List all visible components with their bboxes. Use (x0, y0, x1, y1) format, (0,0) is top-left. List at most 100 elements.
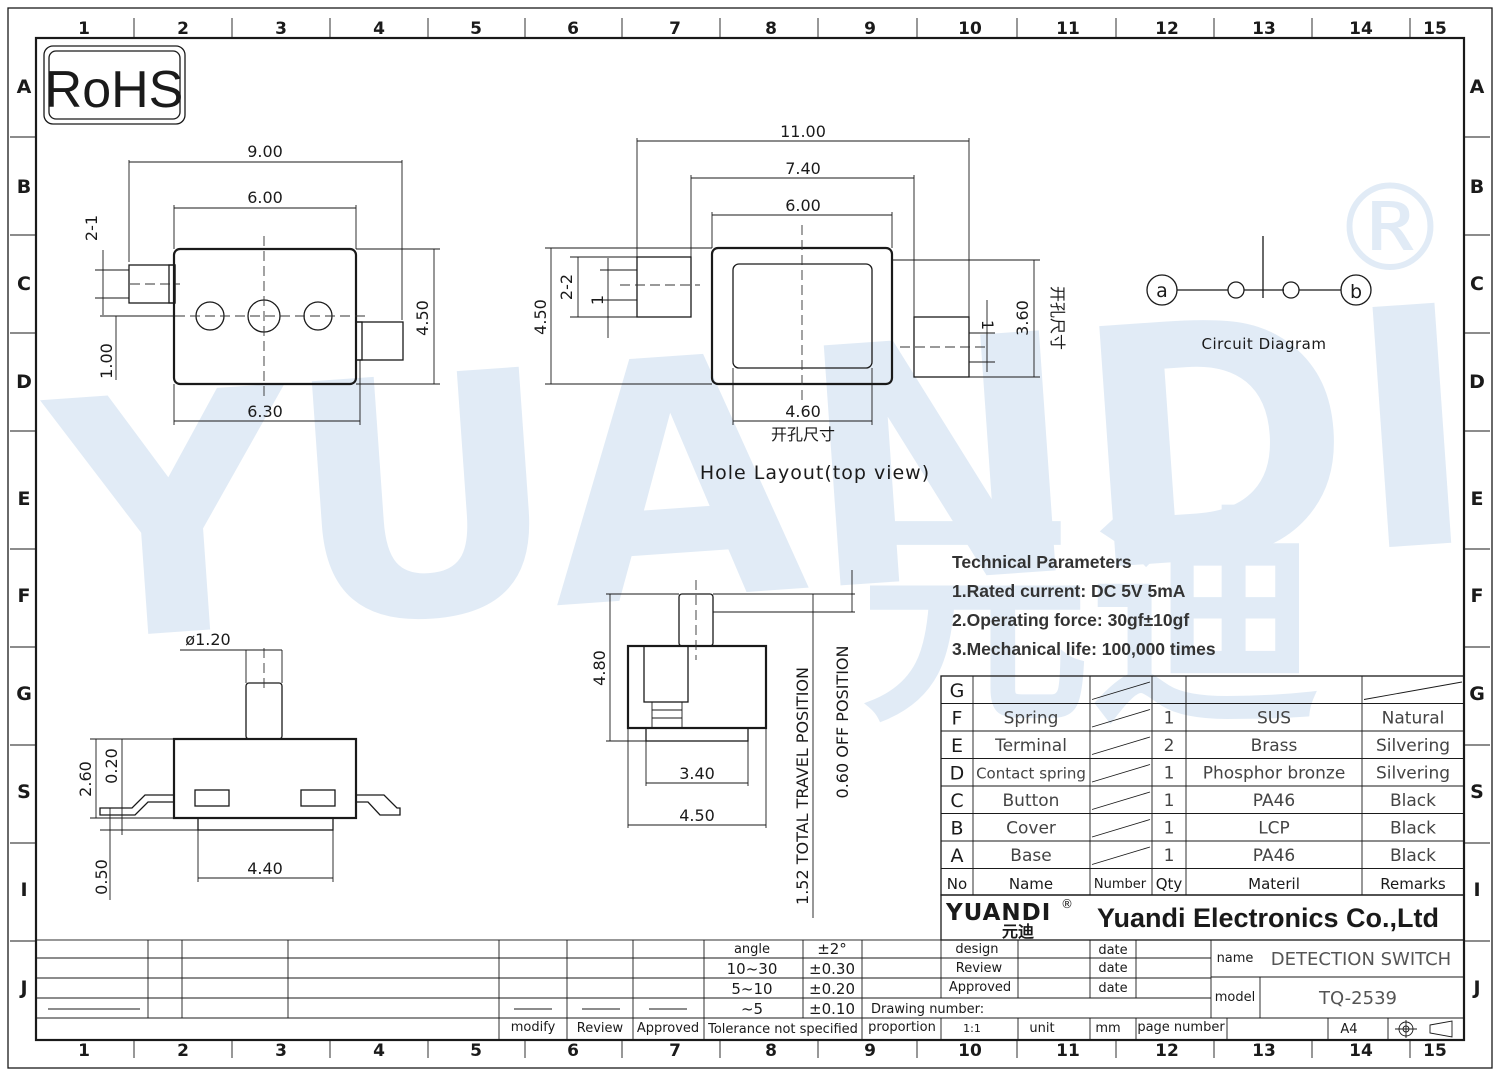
rohs-text: RoHS (45, 61, 184, 119)
border-col-label-top: 8 (765, 19, 777, 39)
border-col-label-bottom: 8 (765, 1041, 777, 1061)
bom-cell-name: Cover (1006, 819, 1056, 839)
rohs-badge: RoHS (43, 45, 186, 125)
border-row-label-right: J (1471, 977, 1480, 999)
dim-side-h-top: 0.20 (102, 748, 121, 784)
border-col-label-top: 5 (470, 19, 482, 39)
bom-cell-qty: 2 (1164, 736, 1175, 756)
rev-review: Review (577, 1021, 624, 1036)
watermark-reg: ® (1330, 160, 1450, 299)
tb-design: design (955, 942, 998, 957)
bom-cell-qty: 1 (1164, 846, 1175, 866)
dim-end-w-in: 3.40 (679, 764, 715, 783)
bom-cell-no: F (952, 708, 963, 730)
border-row-label-right: F (1471, 585, 1484, 607)
border-col-label-bottom: 4 (373, 1041, 385, 1061)
bom-header-qty: Qty (1156, 875, 1183, 893)
border-ticks (10, 18, 1490, 1058)
border-col-label-bottom: 5 (470, 1041, 482, 1061)
border-col-label-bottom: 13 (1252, 1041, 1276, 1061)
watermark: YUANDI 元迪 ® (34, 160, 1488, 755)
bom-number-slash (1091, 736, 1151, 755)
tb-date-1: date (1098, 943, 1127, 958)
border-col-label-top: 13 (1252, 19, 1276, 39)
bom-cell-material: Phosphor bronze (1203, 764, 1346, 784)
tb-name-label: name (1217, 951, 1254, 966)
bom-cell-material: PA46 (1253, 846, 1295, 866)
dim-end-travel: 1.52 TOTAL TRAVEL POSITION (793, 667, 812, 905)
border-col-label-bottom: 10 (958, 1041, 982, 1061)
border-row-label-left: B (17, 176, 31, 198)
border-row-label-left: S (17, 781, 31, 803)
dim-hole-w-bot: 4.60 (785, 402, 821, 421)
bom-header-name: Name (1009, 875, 1053, 893)
bom-cell-remarks: Black (1390, 846, 1436, 866)
border-row-label-right: G (1469, 683, 1485, 705)
border-col-label-top: 3 (275, 19, 287, 39)
end-view: 4.80 3.40 4.50 1.52 TOTAL TRAVEL POSITIO… (590, 570, 855, 918)
bom-number-slash (1091, 846, 1151, 865)
border-col-label-top: 7 (669, 19, 681, 39)
bom-remarks-slash (1363, 681, 1463, 700)
bom-header-number: Number (1094, 877, 1147, 892)
hole-layout-view: 11.00 7.40 6.00 4.60 开孔尺寸 4.50 2-2 1 3.6… (531, 122, 1067, 484)
tb-date-2: date (1098, 961, 1127, 976)
bom-cell-qty: 1 (1164, 791, 1175, 811)
bom-number-slash (1091, 819, 1151, 838)
dim-hole-h-pad: 2-2 (557, 274, 576, 300)
border-row-label-left: J (18, 977, 27, 999)
border-col-label-top: 9 (864, 19, 876, 39)
dim-end-h: 4.80 (590, 650, 609, 686)
dim-front-w-bot: 6.30 (247, 402, 283, 421)
border-row-label-left: E (18, 488, 31, 510)
rev-approved: Approved (637, 1021, 699, 1036)
bom-number-slash (1091, 709, 1151, 728)
tb-approved: Approved (949, 980, 1011, 995)
dim-side-h-total: 2.60 (76, 761, 95, 797)
tb-model-label: model (1215, 990, 1255, 1005)
dim-hole-h-right: 3.60 (1013, 300, 1032, 336)
border-row-label-left: I (20, 879, 27, 901)
tech-param-3: 3.Mechanical life: 100,000 times (952, 639, 1216, 659)
border-col-label-bottom: 1 (78, 1041, 90, 1061)
bom-cell-material: LCP (1258, 819, 1290, 839)
border-row-label-right: I (1473, 879, 1480, 901)
border-col-label-bottom: 3 (275, 1041, 287, 1061)
border-row-label-right: C (1470, 273, 1484, 295)
bom-header-material: Materil (1248, 875, 1300, 893)
border-col-label-top: 10 (958, 19, 982, 39)
bom-cell-remarks: Natural (1382, 709, 1445, 729)
border-row-label-left: A (17, 76, 32, 98)
title-block: angle ±2° 10~30 ±0.30 5~10 ±0.20 ~5 ±0.1… (35, 939, 1465, 1041)
hole-layout-caption: Hole Layout(top view) (700, 462, 930, 484)
bom-number-slash (1091, 764, 1151, 783)
border-col-label-bottom: 6 (567, 1041, 579, 1061)
company-row: YUANDI 元迪 ® Yuandi Electronics Co.,Ltd (940, 894, 1465, 941)
border-col-label-top: 2 (177, 19, 189, 39)
bom-cell-material: Brass (1251, 736, 1298, 756)
tb-name-value: DETECTION SWITCH (1271, 949, 1451, 970)
side-view: ø1.20 2.60 0.20 0.50 4.40 (76, 630, 401, 900)
bom-cell-no: B (950, 818, 963, 840)
border-row-label-right: E (1471, 488, 1484, 510)
border-row-label-left: D (16, 371, 32, 393)
bom-cell-no: A (951, 845, 964, 867)
hole-cn-label-right: 开孔尺寸 (1048, 286, 1067, 350)
tol-range-1: 10~30 (727, 960, 778, 978)
tb-page-number: page number (1137, 1020, 1225, 1035)
dim-hole-w-total: 11.00 (780, 122, 826, 141)
bom-cell-qty: 1 (1164, 709, 1175, 729)
company-logo-cn: 元迪 (1002, 922, 1034, 941)
bom-cell-qty: 1 (1164, 764, 1175, 784)
border-col-label-bottom: 15 (1423, 1041, 1447, 1061)
dim-front-h-right: 4.50 (413, 300, 432, 336)
border-col-label-top: 1 (78, 19, 90, 39)
bom-cell-name: Terminal (994, 736, 1067, 756)
hole-cn-label-bottom: 开孔尺寸 (771, 425, 835, 444)
dim-hole-w-mid: 7.40 (785, 159, 821, 178)
tol-footer: Tolerance not specified (707, 1022, 858, 1037)
tol-range-0: angle (734, 942, 770, 957)
bom-cell-no: D (950, 763, 965, 785)
circuit-diagram: a b Circuit Diagram (1146, 236, 1372, 353)
